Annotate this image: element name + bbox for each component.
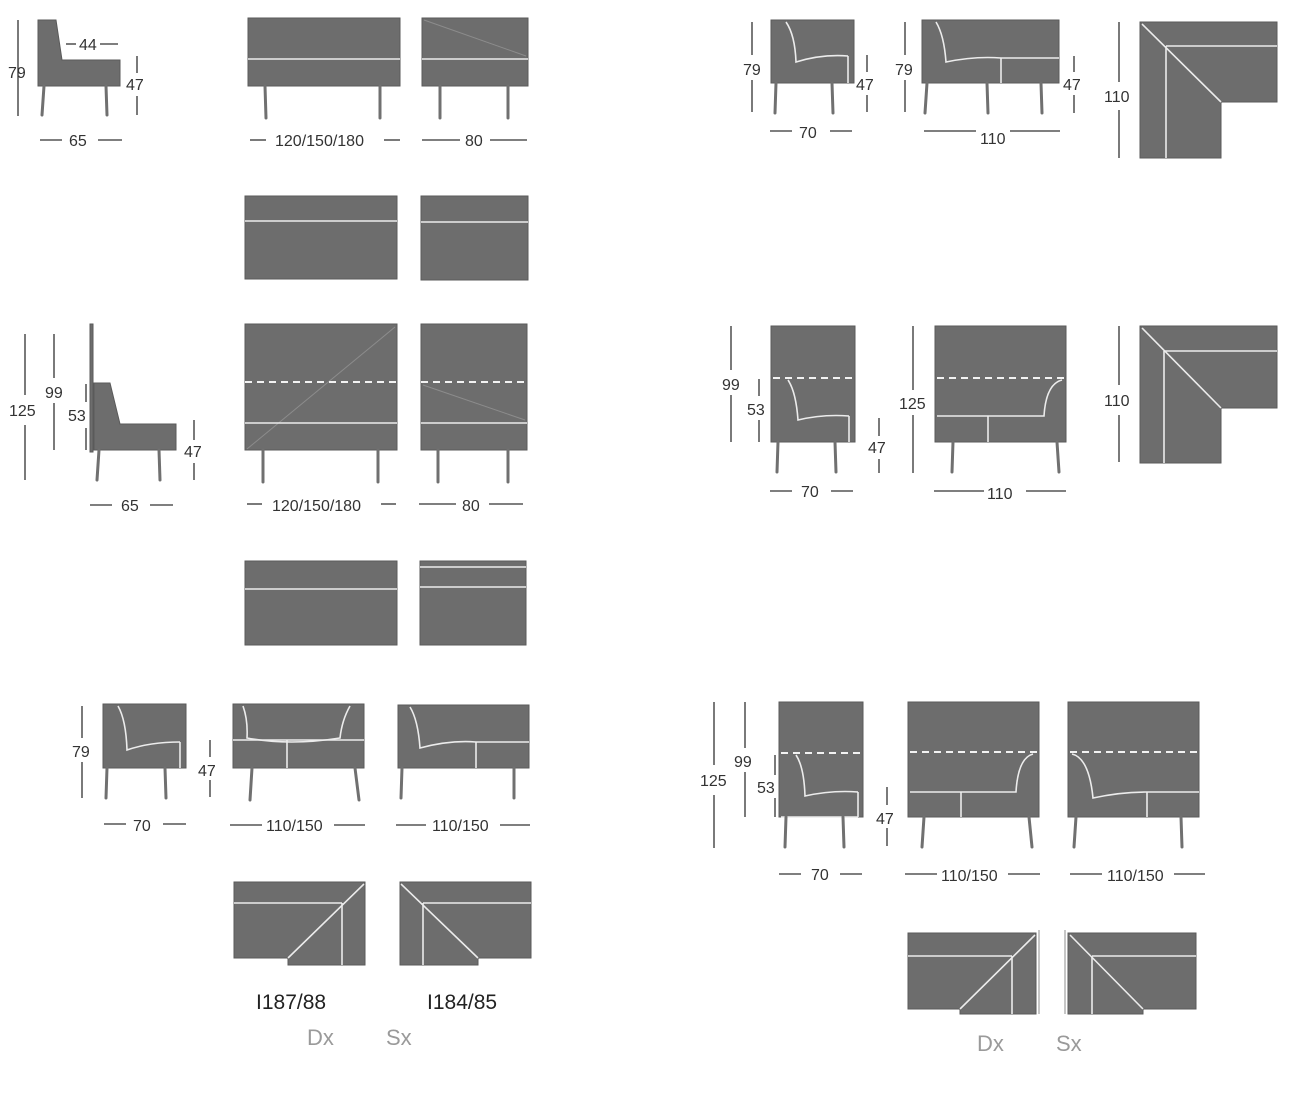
sofa-front-right <box>397 704 530 800</box>
dim-height-arm: 53 <box>68 408 86 425</box>
dim-seat-height: 47 <box>198 763 216 780</box>
corner-plan-sx-high <box>1064 930 1197 1015</box>
corner-code-dx: I187/88 <box>256 991 326 1014</box>
dim-seat-height-a: 47 <box>856 77 874 94</box>
dim-seat-height: 47 <box>184 444 202 461</box>
dim-width-main: 120/150/180 <box>275 133 364 150</box>
armchair-front <box>102 703 187 800</box>
corner-plan-dx-high <box>907 930 1040 1015</box>
dim-width-small: 80 <box>462 498 480 515</box>
dim-width-sofa-right: 110/150 <box>1107 868 1164 885</box>
plan-view-bench-high-small <box>419 560 527 646</box>
plan-view-bench-small <box>420 195 529 281</box>
group-d-high: 125 99 53 47 70 110/150 <box>700 701 1205 1056</box>
front-view-bench-high-main <box>244 323 398 484</box>
dim-width-b: 110 <box>980 131 1006 148</box>
dim-corner-size: 110 <box>1104 393 1130 410</box>
plan-view-bench-high-main <box>244 560 398 646</box>
dim-width-sofa-right: 110/150 <box>432 818 489 835</box>
front-view-bench-small <box>421 17 529 120</box>
dim-corner-size: 110 <box>1104 89 1130 106</box>
dim-seat-height: 47 <box>876 811 894 828</box>
dim-width-small: 80 <box>465 133 483 150</box>
module-front-70 <box>770 19 855 115</box>
dim-height-arm: 53 <box>747 402 765 419</box>
group-c-low: 79 47 70 79 47 110 <box>743 19 1278 159</box>
dim-width-a: 70 <box>801 484 819 501</box>
dim-height-b: 79 <box>895 62 913 79</box>
front-view-bench-main <box>247 17 401 120</box>
dim-height: 79 <box>8 65 26 82</box>
group-a-high: 125 99 53 47 65 120/150/180 <box>9 323 528 646</box>
dim-width-sofa-center: 110/150 <box>941 868 998 885</box>
dim-height-a: 79 <box>743 62 761 79</box>
side-label-sx: Sx <box>386 1025 412 1050</box>
sofa-front-center <box>232 703 365 802</box>
dim-height-arm: 53 <box>757 780 775 797</box>
dim-height: 79 <box>72 744 90 761</box>
corner-plan-high <box>1139 325 1278 464</box>
group-c-high: 99 53 47 70 125 110 <box>722 325 1278 503</box>
dim-height-back: 99 <box>722 377 740 394</box>
module-high-70 <box>770 325 856 474</box>
dim-seat-height-b: 47 <box>1063 77 1081 94</box>
module-high-sofa-right <box>1067 701 1200 849</box>
dim-width-armchair: 70 <box>811 867 829 884</box>
dim-width-a: 70 <box>799 125 817 142</box>
dim-seat-height: 47 <box>126 77 144 94</box>
dim-height-back: 99 <box>45 385 63 402</box>
side-view-chair-low <box>37 19 121 117</box>
front-view-bench-high-small <box>420 323 528 484</box>
dim-height-back: 99 <box>734 754 752 771</box>
dim-depth: 65 <box>69 133 87 150</box>
dim-width-b: 110 <box>987 486 1013 503</box>
dim-width-sofa-center: 110/150 <box>266 818 323 835</box>
dim-height-total: 125 <box>700 773 727 790</box>
dim-width-armchair: 70 <box>133 818 151 835</box>
side-view-chair-high <box>89 323 177 482</box>
corner-plan-sx <box>399 881 532 966</box>
side-label-dx: Dx <box>307 1025 334 1050</box>
group-b-low: 79 47 70 110/150 110/150 <box>72 703 532 1050</box>
dim-height-total: 125 <box>899 396 926 413</box>
plan-view-bench-main <box>244 195 398 280</box>
side-label-sx: Sx <box>1056 1031 1082 1056</box>
dim-depth: 65 <box>121 498 139 515</box>
dim-seat-height: 47 <box>868 440 886 457</box>
dim-seat-depth: 44 <box>79 37 97 54</box>
corner-code-sx: I184/85 <box>427 991 497 1014</box>
dim-width-main: 120/150/180 <box>272 498 361 515</box>
module-high-sofa-center <box>907 701 1040 849</box>
group-a-low: 79 44 47 65 120/150/180 80 <box>8 17 529 281</box>
side-label-dx: Dx <box>977 1031 1004 1056</box>
corner-plan-low <box>1139 21 1278 159</box>
module-high-armchair <box>778 701 864 849</box>
dim-height-total: 125 <box>9 403 36 420</box>
module-front-110 <box>921 19 1060 115</box>
module-high-110 <box>934 325 1067 474</box>
corner-plan-dx <box>233 881 366 966</box>
